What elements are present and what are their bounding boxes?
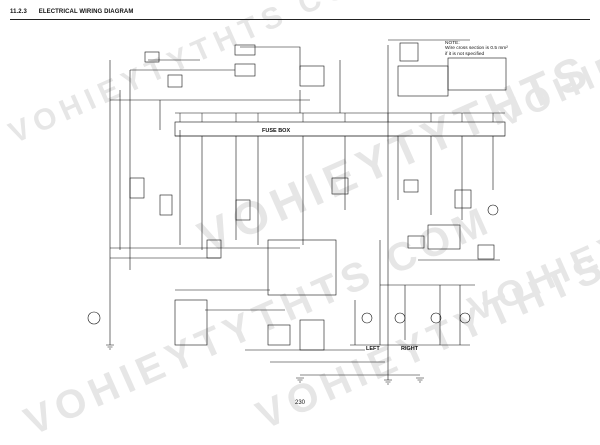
relay-box [159, 194, 173, 216]
wire-section-note: NOTE: Wire cross section is 0.5 mm² if i… [445, 41, 508, 57]
control-module [267, 239, 337, 296]
switch-box [267, 324, 291, 346]
connector-box [299, 319, 325, 351]
fuse-box-label: FUSE BOX [262, 128, 290, 134]
relay-box [477, 244, 495, 260]
switch-box [299, 65, 325, 87]
header-rule [10, 19, 590, 20]
note-line: if it is not specified [445, 51, 485, 57]
lamp-symbol [487, 204, 499, 216]
lamp-symbol [394, 312, 406, 324]
relay-box [206, 239, 222, 259]
lamp-symbol [430, 312, 442, 324]
relay-box [129, 177, 145, 199]
relay-box [407, 235, 425, 249]
motor-symbol [87, 311, 101, 325]
switch-box [144, 51, 160, 63]
relay-box [234, 63, 256, 77]
page-number: 230 [294, 400, 305, 406]
section-title: ELECTRICAL WIRING DIAGRAM [38, 9, 134, 15]
lamp-symbol [459, 312, 471, 324]
switch-box [174, 299, 208, 346]
left-label: LEFT [366, 346, 380, 352]
connector-box [399, 42, 419, 62]
sensor-box [331, 177, 349, 195]
page-header: 11.2.3 ELECTRICAL WIRING DIAGRAM [10, 9, 133, 15]
lamp-box [167, 74, 183, 88]
fuse-box [174, 121, 506, 137]
wiring-diagram: FUSE BOX [87, 39, 507, 385]
right-label: RIGHT [401, 346, 419, 352]
lamp-box [403, 179, 419, 193]
section-number: 11.2.3 [10, 9, 27, 15]
connector-table [397, 65, 449, 97]
note-line: Wire cross section is 0.5 mm² [445, 46, 508, 52]
relay-box [235, 199, 251, 221]
switch-box [427, 224, 461, 250]
note-heading: NOTE: [445, 41, 460, 46]
relay-box [234, 44, 256, 56]
relay-box [454, 189, 472, 209]
lamp-symbol [361, 312, 373, 324]
connector-table [447, 57, 507, 91]
wire [240, 46, 301, 70]
